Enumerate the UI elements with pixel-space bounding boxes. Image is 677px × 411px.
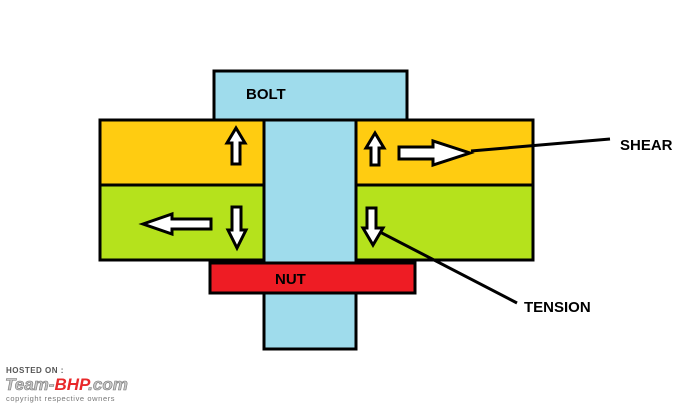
- team-bhp-logo: Team-BHP.com: [5, 375, 128, 394]
- down-arrow-icon: [225, 205, 249, 252]
- hosted-on-text: HOSTED ON :: [6, 366, 64, 375]
- bottom-right-plate: [354, 183, 535, 262]
- tension-leader-line: [379, 230, 518, 305]
- shear-label: SHEAR: [620, 137, 673, 154]
- logo-part-bhp: BHP: [54, 375, 91, 394]
- logo-part-com: .com: [88, 375, 128, 394]
- nut-label: NUT: [275, 271, 306, 288]
- copyright-text: copyright respective owners: [6, 394, 115, 403]
- bolt-shank: [262, 118, 358, 351]
- nut: [208, 261, 417, 295]
- team-bhp-watermark: HOSTED ON : Team-BHP.com copyright respe…: [5, 366, 128, 403]
- left-arrow-icon: [138, 211, 213, 237]
- up-arrow-icon: [224, 125, 248, 166]
- bolt-label: BOLT: [246, 86, 286, 103]
- logo-part-team: Team-: [5, 375, 55, 394]
- bolt-head: [212, 69, 409, 123]
- tension-label: TENSION: [524, 299, 591, 316]
- shear-leader-line: [470, 137, 611, 153]
- right-arrow-icon: [397, 138, 475, 168]
- up-arrow-icon: [363, 130, 387, 167]
- down-arrow-icon: [360, 206, 386, 248]
